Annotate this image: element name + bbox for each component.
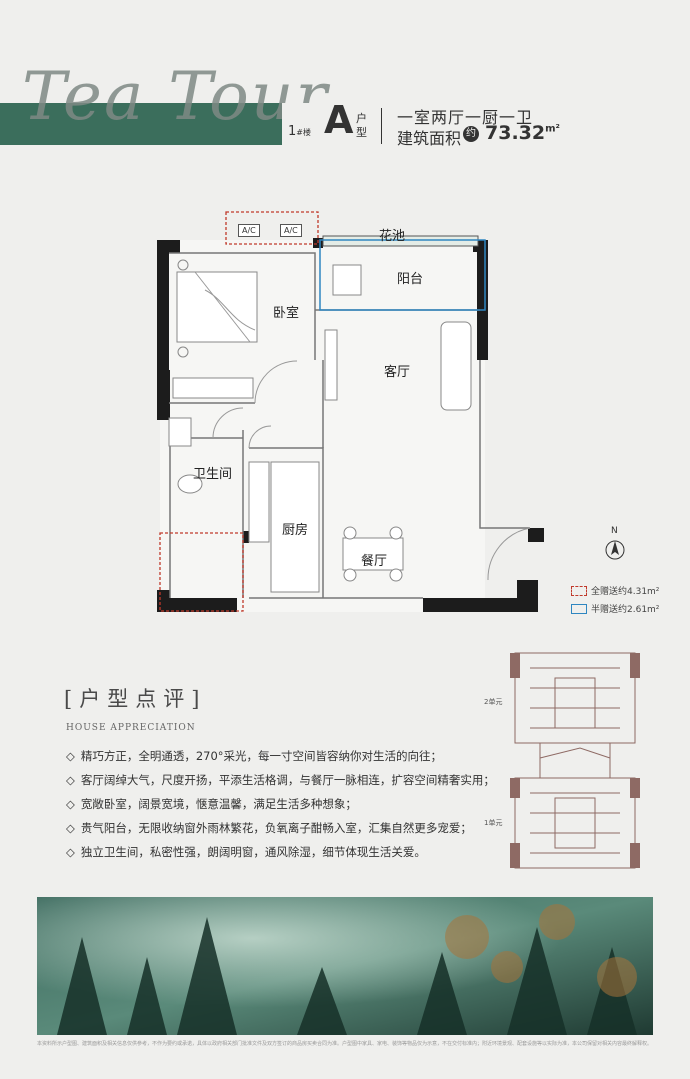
lamp-right <box>177 346 189 358</box>
garden-planter <box>322 235 479 247</box>
header-info-box <box>282 103 690 145</box>
unit-suffix: 户型 <box>356 112 367 139</box>
half-area-outline <box>319 239 486 311</box>
free-area-ac-outline <box>225 211 319 245</box>
forest-illustration <box>37 897 653 1035</box>
area-value: 73.32m² <box>485 122 560 144</box>
washer <box>332 264 362 296</box>
header-divider <box>381 108 382 144</box>
ac-unit-1: A/C <box>238 224 260 237</box>
kitchen-counter <box>270 461 320 593</box>
door-swings <box>212 360 531 581</box>
room-bathroom: 卫生间 <box>193 467 233 482</box>
room-balcony: 阳台 <box>397 272 424 287</box>
site-unit2-label: 2单元 <box>484 698 503 706</box>
sink <box>168 417 192 447</box>
room-bedroom: 卧室 <box>273 306 300 321</box>
room-living: 客厅 <box>384 365 411 380</box>
free-area-bath-outline <box>159 532 244 612</box>
disclaimer: 本资料所示户型图、建筑面积及相关信息仅供参考，不作为要约或承诺，具体以政府相关部… <box>37 1041 653 1047</box>
toilet <box>177 474 203 494</box>
room-dining: 餐厅 <box>361 554 388 569</box>
ac-unit-2: A/C <box>280 224 302 237</box>
forest-photo <box>37 897 653 1035</box>
wardrobe <box>172 377 254 399</box>
lamp-left <box>177 259 189 271</box>
legend-free-label: 全赠送约4.31m² <box>591 587 660 597</box>
room-garden: 花池 <box>379 229 406 244</box>
legend-free-swatch <box>571 586 587 596</box>
legend-half-label: 半赠送约2.61m² <box>591 605 660 615</box>
review-item: ◇独立卫生间，私密性强，朗阔明窗，通风除湿，细节体现生活关爱。 <box>66 845 426 859</box>
floor-plan <box>157 211 544 612</box>
legend-half-swatch <box>571 604 587 614</box>
site-plan <box>510 652 640 869</box>
site-unit1-label: 1单元 <box>484 819 503 827</box>
sofa <box>440 321 472 411</box>
review-item: ◇宽敞卧室，阔景宽境，惬意温馨，满足生活多种想象； <box>66 797 357 811</box>
room-kitchen: 厨房 <box>282 523 309 538</box>
compass-label: N <box>611 526 618 536</box>
bed-cover <box>194 271 256 343</box>
review-title: [户型点评] <box>64 687 207 711</box>
building-number: 1#楼 <box>288 124 311 139</box>
compass-icon <box>605 540 625 560</box>
review-subtitle: HOUSE APPRECIATION <box>66 723 196 733</box>
kitchen-cabinet <box>248 461 270 543</box>
area-label: 建筑面积 <box>397 129 462 148</box>
review-item: ◇精巧方正，全明通透，270°采光，每一寸空间皆容纳你对生活的向往； <box>66 749 443 763</box>
unit-letter: A <box>324 98 354 142</box>
dining-table <box>342 537 404 571</box>
unit-type: 一室两厅一厨一卫 <box>397 108 534 127</box>
review-item: ◇客厅阔绰大气，尺度开扬，平添生活格调，与餐厅一脉相连，扩容空间精奢实用； <box>66 773 495 787</box>
bed <box>176 271 258 343</box>
review-item: ◇贵气阳台，无限收纳窗外雨林繁花，负氧离子酣畅入室，汇集自然更多宠爱； <box>66 821 472 835</box>
tv-cabinet <box>324 329 338 401</box>
script-title: Tea Tour <box>22 58 329 135</box>
area-about-badge: 约 <box>463 126 479 142</box>
